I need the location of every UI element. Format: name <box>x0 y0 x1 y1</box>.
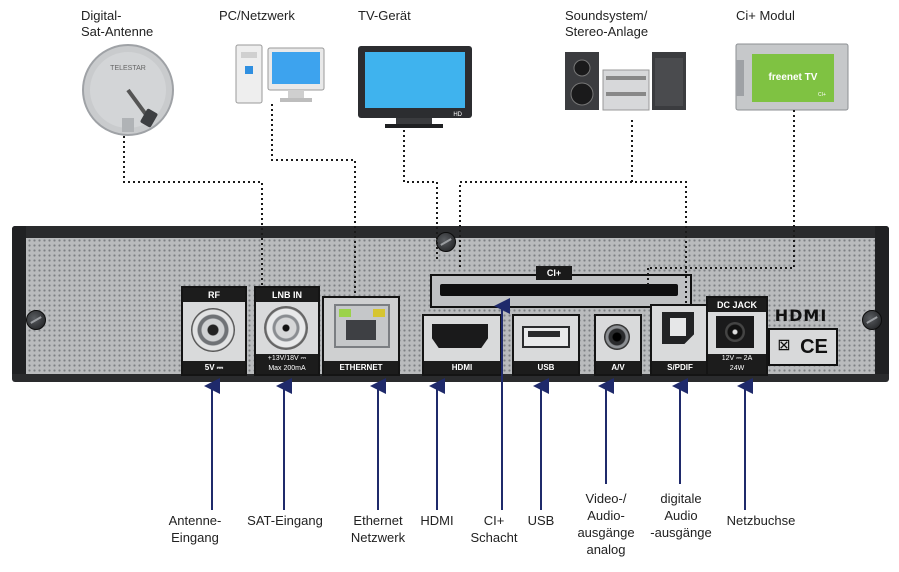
dotted-line-sound-ci <box>459 181 632 268</box>
rf-port-bottom-label: 5V ⎓ <box>183 361 245 374</box>
dotted-line-antenna <box>123 136 263 286</box>
activity-led-icon <box>373 309 385 317</box>
link-led-icon <box>339 309 351 317</box>
usb-port[interactable]: USB <box>512 314 580 376</box>
dc-port-bottom-label: 12V ⎓ 2A <box>708 354 766 364</box>
panel-side-left <box>12 226 26 380</box>
optical-socket-icon <box>662 312 694 344</box>
panel-top-rail <box>12 226 889 238</box>
stereo-system-icon <box>565 52 686 111</box>
ci-module-icon <box>735 43 849 111</box>
dotted-line-ci-module <box>648 110 795 269</box>
bottom-label-usb: USB <box>527 513 555 528</box>
label-ci-module: Ci+ Modul <box>736 8 795 23</box>
dish-brand-text: TELESTAR <box>110 65 146 72</box>
ethernet-port-label: ETHERNET <box>324 361 398 374</box>
ethernet-port[interactable]: ETHERNET <box>322 296 400 376</box>
usb-tongue <box>528 331 560 337</box>
av-jack-icon <box>604 324 630 350</box>
rf-port[interactable]: RF 5V ⎓ <box>181 286 247 376</box>
label-tv: TV-Gerät <box>358 8 411 23</box>
hdmi-socket-icon <box>432 324 488 348</box>
label-sat-antenna: Digital-Sat-Antenne <box>81 8 154 39</box>
lnb-port-bottom-label: +13V/18V ⎓ <box>256 354 318 364</box>
dc-port-top-label: DC JACK <box>708 298 766 312</box>
rf-port-top-label: RF <box>183 288 245 302</box>
screw-left-icon <box>26 310 46 330</box>
bottom-label-antenna-input: Antenne-Eingang <box>168 513 222 545</box>
ce-mark: CE <box>800 336 828 358</box>
usb-port-label: USB <box>514 361 578 374</box>
hdmi-port[interactable]: HDMI <box>422 314 502 376</box>
satellite-dish-icon <box>82 44 174 136</box>
panel-side-right <box>875 226 889 380</box>
bottom-label-hdmi: HDMI <box>420 513 454 528</box>
optical-shutter <box>670 318 686 336</box>
bottom-label-power: Netzbuchse <box>726 513 796 528</box>
av-port[interactable]: A/V <box>594 314 642 376</box>
spdif-port-label: S/PDIF <box>652 361 708 374</box>
rf-connector-icon <box>191 308 235 352</box>
av-port-label: A/V <box>596 361 640 374</box>
lnb-port-bottom-label-2: Max 200mA <box>256 364 318 374</box>
rj45-jack-icon <box>334 304 390 348</box>
f-connector-icon <box>264 306 308 350</box>
dc-jack-port[interactable]: DC JACK 12V ⎓ 2A 24W <box>706 296 768 376</box>
dotted-line-tv <box>403 130 438 262</box>
dc-port-bottom-label-2: 24W <box>708 364 766 374</box>
lnb-port[interactable]: LNB IN +13V/18V ⎓ Max 200mA <box>254 286 320 376</box>
bottom-label-sat-input: SAT-Eingang <box>247 513 323 528</box>
dotted-line-sound-spdif <box>631 120 687 304</box>
ci-slot-label: CI+ <box>536 266 572 280</box>
label-pc-network: PC/Netzwerk <box>219 8 295 23</box>
ci-card-text: freenet TV <box>769 72 818 83</box>
dc-socket-hole <box>725 322 745 342</box>
dc-socket-icon <box>716 316 754 348</box>
rj45-opening <box>346 320 376 340</box>
ci-slot-opening <box>440 284 678 296</box>
tv-hd-badge: HD <box>453 112 462 118</box>
label-sound-system: Soundsystem/Stereo-Anlage <box>565 8 649 39</box>
usb-socket-icon <box>522 326 570 348</box>
panel-bottom-rail <box>12 374 889 382</box>
screw-right-icon <box>862 310 882 330</box>
weee-bin-icon: ⊠ <box>777 337 791 354</box>
tv-icon <box>358 46 472 128</box>
hdmi-logo: HDMI <box>774 306 828 325</box>
bottom-label-ci-slot: CI+Schacht <box>470 513 518 545</box>
ci-card-sub: CI+ <box>818 92 826 98</box>
lnb-port-top-label: LNB IN <box>256 288 318 302</box>
hdmi-port-label: HDMI <box>424 361 500 374</box>
dotted-line-pc <box>271 104 356 296</box>
spdif-port[interactable]: S/PDIF <box>650 304 710 376</box>
certification-marks: ⊠ CE <box>768 328 838 366</box>
desktop-computer-icon <box>235 44 325 104</box>
